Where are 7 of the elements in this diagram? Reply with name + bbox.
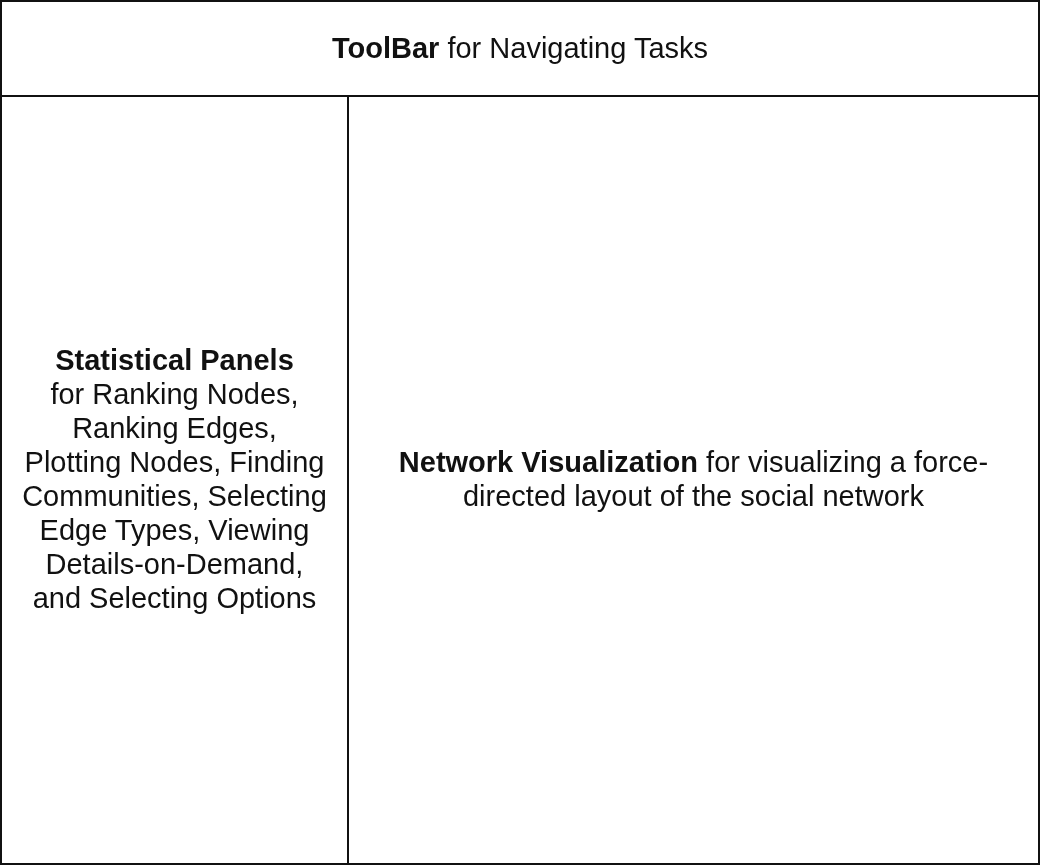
panel-description: Network Visualization for visualizing a force-directed layout of the social network: [397, 446, 990, 514]
panel-description: for Ranking Nodes, Ranking Edges, Plotting Nodes, Finding Communities, Selecting Edge Types, Viewing Details-on-Demand, and Selecting Options: [21, 378, 328, 616]
panel-description: ToolBar for Navigating Tasks: [331, 31, 709, 66]
statistics-panel: [0, 95, 349, 865]
toolbar-panel: [0, 0, 1040, 97]
network-view-panel: [347, 95, 1040, 865]
panel-heading: Statistical Panels: [55, 344, 294, 379]
